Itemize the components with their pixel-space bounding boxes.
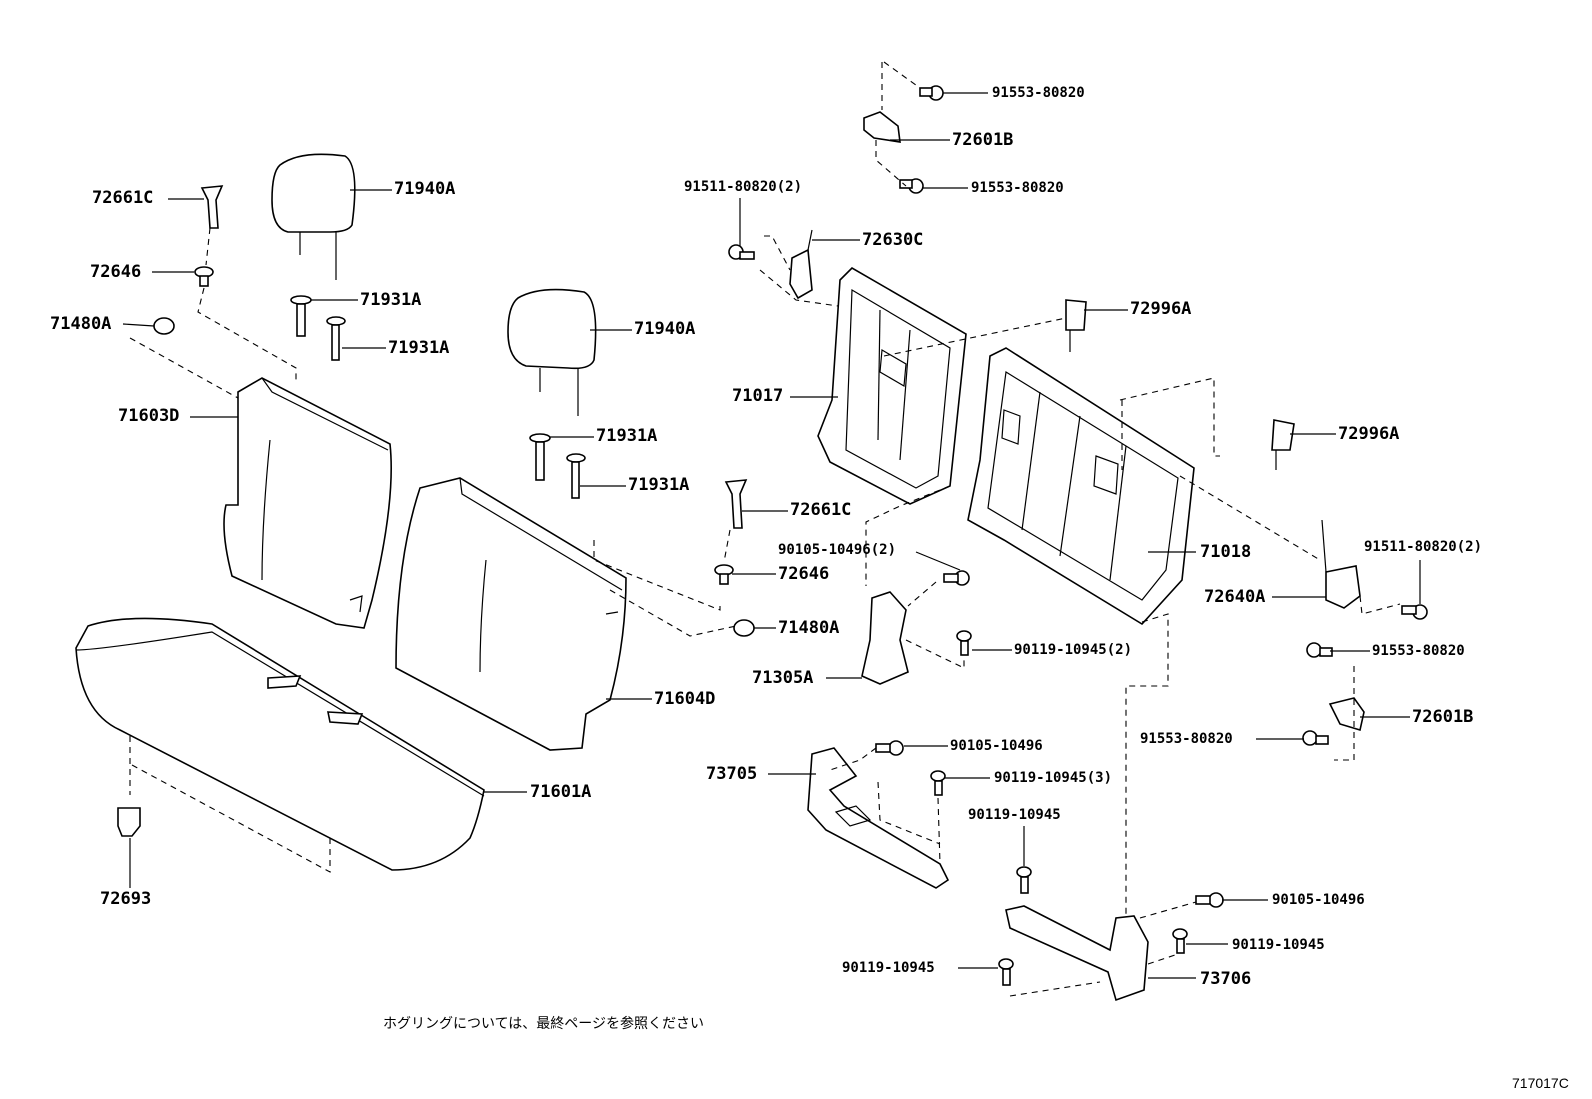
headrest-guide-right-2: [566, 453, 586, 499]
label-72646-left: 72646: [90, 262, 142, 282]
clip-72693: [117, 807, 141, 837]
label-72996A-right: 72996A: [1338, 424, 1400, 444]
bolt-90105-a: [875, 740, 904, 756]
label-71480A-right: 71480A: [778, 618, 840, 638]
headrest-guide-left-1: [290, 295, 312, 337]
label-91511-80820-left: 91511-80820(2): [684, 179, 803, 195]
label-71603D: 71603D: [118, 406, 180, 426]
label-91553-80820-right1: 91553-80820: [1372, 643, 1465, 659]
clip-71480A-right: [733, 619, 755, 637]
lock-72996A-right: [1271, 419, 1295, 470]
bolt-90119-2: [956, 630, 972, 656]
bracket-73706: [1005, 905, 1149, 1002]
bolt-91553-right2: [1302, 730, 1329, 746]
label-90119-10945-3: 90119-10945(3): [994, 770, 1113, 786]
bolt-91553-right1: [1306, 642, 1333, 658]
trim-pin-right: [724, 479, 748, 529]
label-72996A-top: 72996A: [1130, 299, 1192, 319]
seat-cushion: [75, 617, 485, 871]
label-71017: 71017: [732, 386, 784, 406]
seatback-cover-right: [395, 477, 627, 751]
label-90105-10496-2: 90105-10496(2): [778, 542, 897, 558]
bolt-91553-mid: [899, 178, 924, 194]
label-72661C-left: 72661C: [92, 188, 154, 208]
label-91553-80820-top: 91553-80820: [992, 85, 1085, 101]
seatback-cover-left: [223, 377, 392, 629]
clip-71480A-left: [153, 317, 175, 335]
label-72630C: 72630C: [862, 230, 924, 250]
label-71931A-4: 71931A: [628, 475, 690, 495]
bolt-90119-b: [1172, 928, 1188, 954]
bolt-91511-right: [1401, 604, 1428, 620]
hinge-72630C: [789, 229, 813, 300]
seatback-frame-71017: [817, 266, 967, 505]
label-71601A: 71601A: [530, 782, 592, 802]
label-90119-10945-b: 90119-10945: [1232, 937, 1325, 953]
label-71931A-3: 71931A: [596, 426, 658, 446]
hinge-72640A: [1321, 519, 1361, 609]
figure-code: 717017C: [1512, 1075, 1569, 1091]
label-72601B-top: 72601B: [952, 130, 1014, 150]
clip-left: [194, 266, 214, 287]
bolt-90105-2: [943, 570, 970, 586]
headrest-right: [507, 288, 597, 416]
trim-pin-left: [200, 185, 224, 229]
bolt-90119-a: [1016, 866, 1032, 894]
label-90119-10945-c: 90119-10945: [842, 960, 935, 976]
label-90119-10945-a: 90119-10945: [968, 807, 1061, 823]
label-72661C-right: 72661C: [790, 500, 852, 520]
bracket-71305A: [861, 591, 909, 685]
label-72601B-right: 72601B: [1412, 707, 1474, 727]
hog-ring-note: ホグリングについては、最終ページを参照ください: [383, 1016, 705, 1032]
lock-72996A-top: [1065, 299, 1087, 352]
headrest-guide-right-1: [529, 433, 551, 481]
label-72646-right: 72646: [778, 564, 830, 584]
label-91553-80820-right2: 91553-80820: [1140, 731, 1233, 747]
clip-right: [714, 564, 734, 585]
bolt-90119-3: [930, 770, 946, 796]
label-71931A-2: 71931A: [388, 338, 450, 358]
bracket-72601B-right: [1328, 697, 1365, 732]
label-72693: 72693: [100, 889, 152, 909]
headrest-guide-left-2: [326, 316, 346, 361]
label-90105-10496-b: 90105-10496: [1272, 892, 1365, 908]
label-71931A-1: 71931A: [360, 290, 422, 310]
label-71018: 71018: [1200, 542, 1252, 562]
seatback-frame-71018: [967, 347, 1195, 626]
label-90105-10496-a: 90105-10496: [950, 738, 1043, 754]
bracket-73705: [807, 747, 950, 889]
bolt-90105-b: [1195, 892, 1224, 908]
label-73706: 73706: [1200, 969, 1252, 989]
label-72640A: 72640A: [1204, 587, 1266, 607]
label-91553-80820-mid: 91553-80820: [971, 180, 1064, 196]
bolt-90119-c: [998, 958, 1014, 986]
label-71940A-right: 71940A: [634, 319, 696, 339]
label-71480A-left: 71480A: [50, 314, 112, 334]
bolt-91511-left: [728, 244, 755, 260]
label-71940A-left: 71940A: [394, 179, 456, 199]
label-71305A: 71305A: [752, 668, 814, 688]
headrest-left: [271, 153, 356, 280]
label-91511-80820-right: 91511-80820(2): [1364, 539, 1483, 555]
label-73705: 73705: [706, 764, 758, 784]
label-71604D: 71604D: [654, 689, 716, 709]
bracket-72601B-top: [863, 111, 901, 143]
label-90119-10945-2: 90119-10945(2): [1014, 642, 1133, 658]
bolt-91553-top: [919, 85, 944, 101]
